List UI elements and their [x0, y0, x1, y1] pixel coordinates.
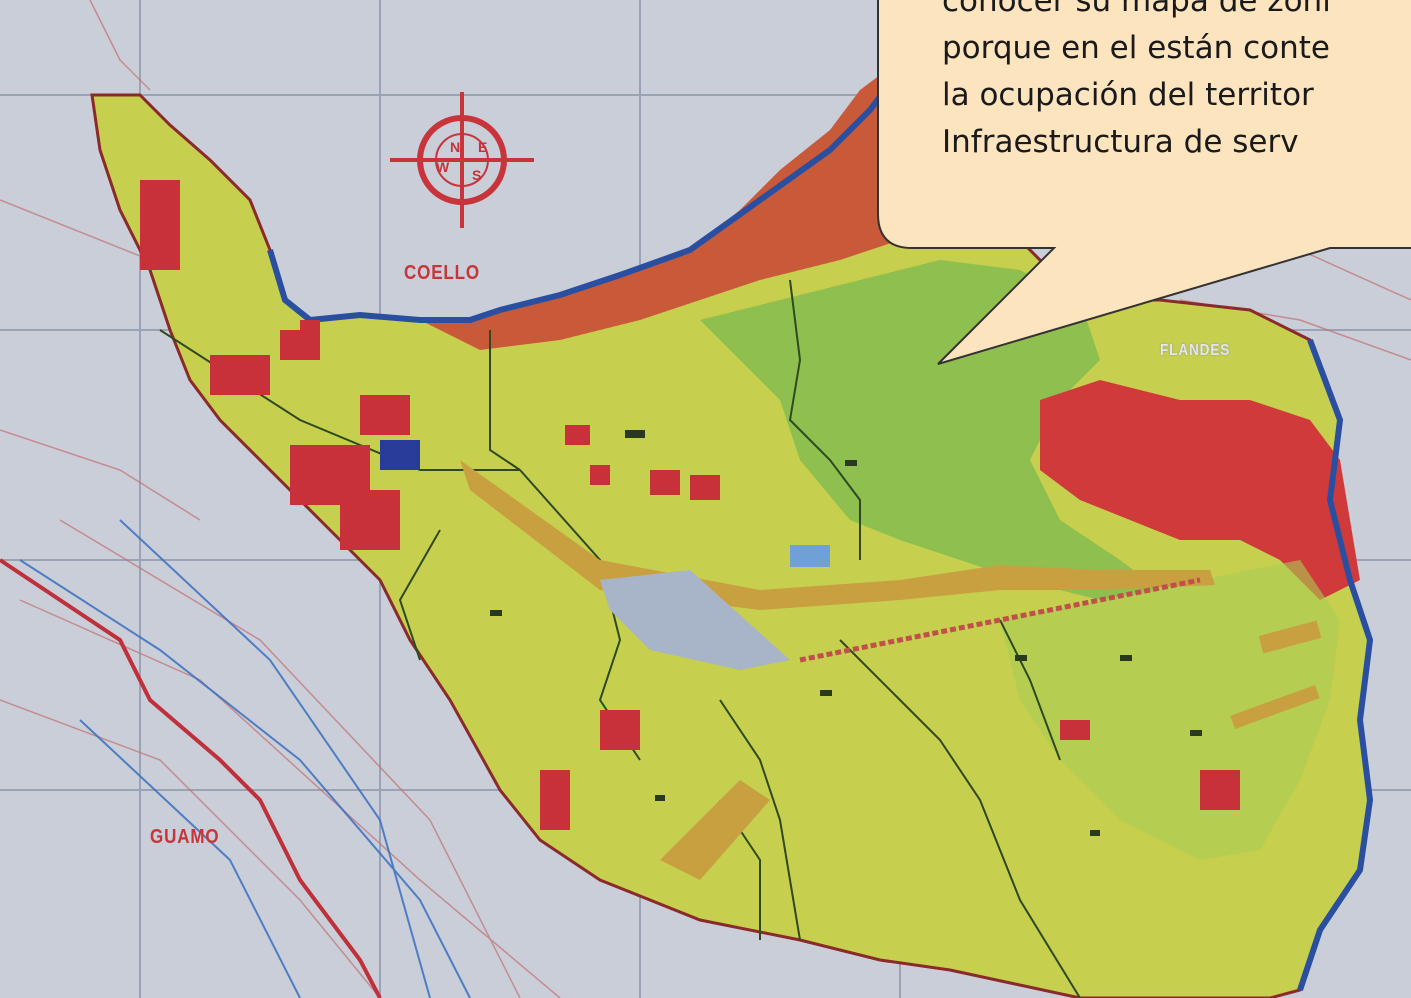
- point-markers: [490, 430, 1202, 836]
- north-river: [267, 47, 932, 324]
- callout-line: porque en el están conte: [942, 30, 1330, 66]
- highway-line: [799, 577, 1201, 663]
- urban-patches: [140, 180, 1240, 830]
- east-river: [1297, 338, 1374, 991]
- rivers: [19, 519, 471, 998]
- blue-zone: [380, 440, 420, 470]
- compass-rose: NS W E: [390, 92, 534, 228]
- forest-zone: [700, 260, 1160, 600]
- callout-line: Infraestructura de serv: [942, 124, 1299, 160]
- agri-zone-east: [1000, 560, 1340, 860]
- grey-zone: [600, 570, 790, 670]
- compass-letter: W: [436, 159, 450, 175]
- urban-zone-east: [1040, 380, 1360, 600]
- callout-text: conocer su mapa de zoni porque en el est…: [942, 0, 1411, 248]
- compass-letter: E: [478, 139, 487, 155]
- compass-letter: S: [472, 167, 481, 183]
- highway-band: [460, 460, 1215, 610]
- place-label-coello: COELLO: [404, 262, 480, 284]
- compass-letter: N: [450, 139, 460, 155]
- callout-bubble: [877, 0, 1411, 365]
- place-label-flandes: FLANDES: [1160, 342, 1231, 359]
- boundary-line: [0, 558, 382, 998]
- callout-line: conocer su mapa de zoni: [942, 0, 1331, 19]
- place-label-guamo: GUAMO: [150, 826, 220, 848]
- river-zone: [420, 60, 1000, 350]
- callout-line: la ocupación del territor: [942, 77, 1314, 113]
- parcels: [660, 620, 1322, 880]
- blue-zone-2: [790, 545, 830, 567]
